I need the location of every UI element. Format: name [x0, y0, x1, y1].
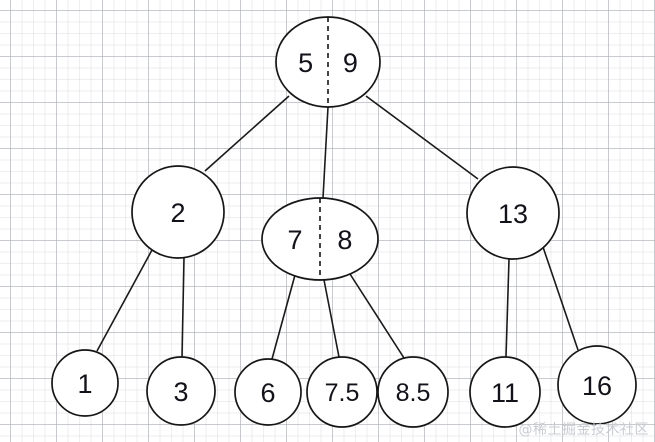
node-shape-n1 — [51, 349, 119, 417]
tree-node-n2[interactable]: 2 — [131, 165, 225, 259]
node-shape-n11 — [469, 356, 541, 428]
tree-node-n75[interactable]: 7.5 — [306, 356, 378, 428]
node-shape-n6 — [234, 358, 302, 426]
tree-node-n1[interactable]: 1 — [51, 349, 119, 417]
node-key-n3-0: 3 — [173, 377, 188, 407]
edges-layer — [96, 95, 579, 360]
tree-node-n13[interactable]: 13 — [466, 166, 560, 260]
node-key-n75-0: 7.5 — [325, 379, 360, 407]
tree-edge-n78-n85 — [349, 273, 405, 359]
node-key-n13-0: 13 — [498, 199, 528, 229]
tree-edge-n13-n11 — [505, 258, 510, 358]
tree-edge-n78-n6 — [271, 274, 296, 360]
tree-node-n16[interactable]: 16 — [557, 345, 637, 425]
tree-edge-n2-n3 — [181, 257, 185, 358]
tree-node-n11[interactable]: 11 — [469, 356, 541, 428]
node-key-n78-0: 7 — [288, 225, 303, 255]
node-key-n85-0: 8.5 — [396, 379, 431, 407]
tree-edge-n78-n75 — [323, 279, 340, 358]
node-key-n2-0: 2 — [170, 198, 185, 228]
node-key-n6-0: 6 — [260, 378, 275, 408]
tree-node-n85[interactable]: 8.5 — [377, 356, 449, 428]
node-key-n16-0: 16 — [582, 371, 612, 401]
node-shape-n3 — [146, 356, 216, 426]
watermark-text: @稀土掘金技术社区 — [518, 422, 649, 438]
node-key-root-1: 9 — [343, 48, 358, 78]
tree-edge-root-n78 — [322, 106, 329, 199]
tree-edge-root-n13 — [365, 95, 479, 180]
node-shape-n16 — [557, 345, 637, 425]
node-shape-n75 — [306, 356, 378, 428]
node-shape-n13 — [466, 166, 560, 260]
node-key-n78-1: 8 — [337, 225, 352, 255]
tree-node-n6[interactable]: 6 — [234, 358, 302, 426]
tree-edge-n2-n1 — [96, 249, 153, 352]
node-key-root-0: 5 — [298, 48, 313, 78]
tree-edge-n13-n16 — [542, 246, 579, 351]
tree-edge-root-n2 — [204, 95, 290, 172]
node-shape-n85 — [377, 356, 449, 428]
tree-node-n3[interactable]: 3 — [146, 356, 216, 426]
node-key-n11-0: 11 — [491, 378, 519, 408]
node-key-n1-0: 1 — [77, 369, 92, 399]
node-shape-n2 — [131, 165, 225, 259]
